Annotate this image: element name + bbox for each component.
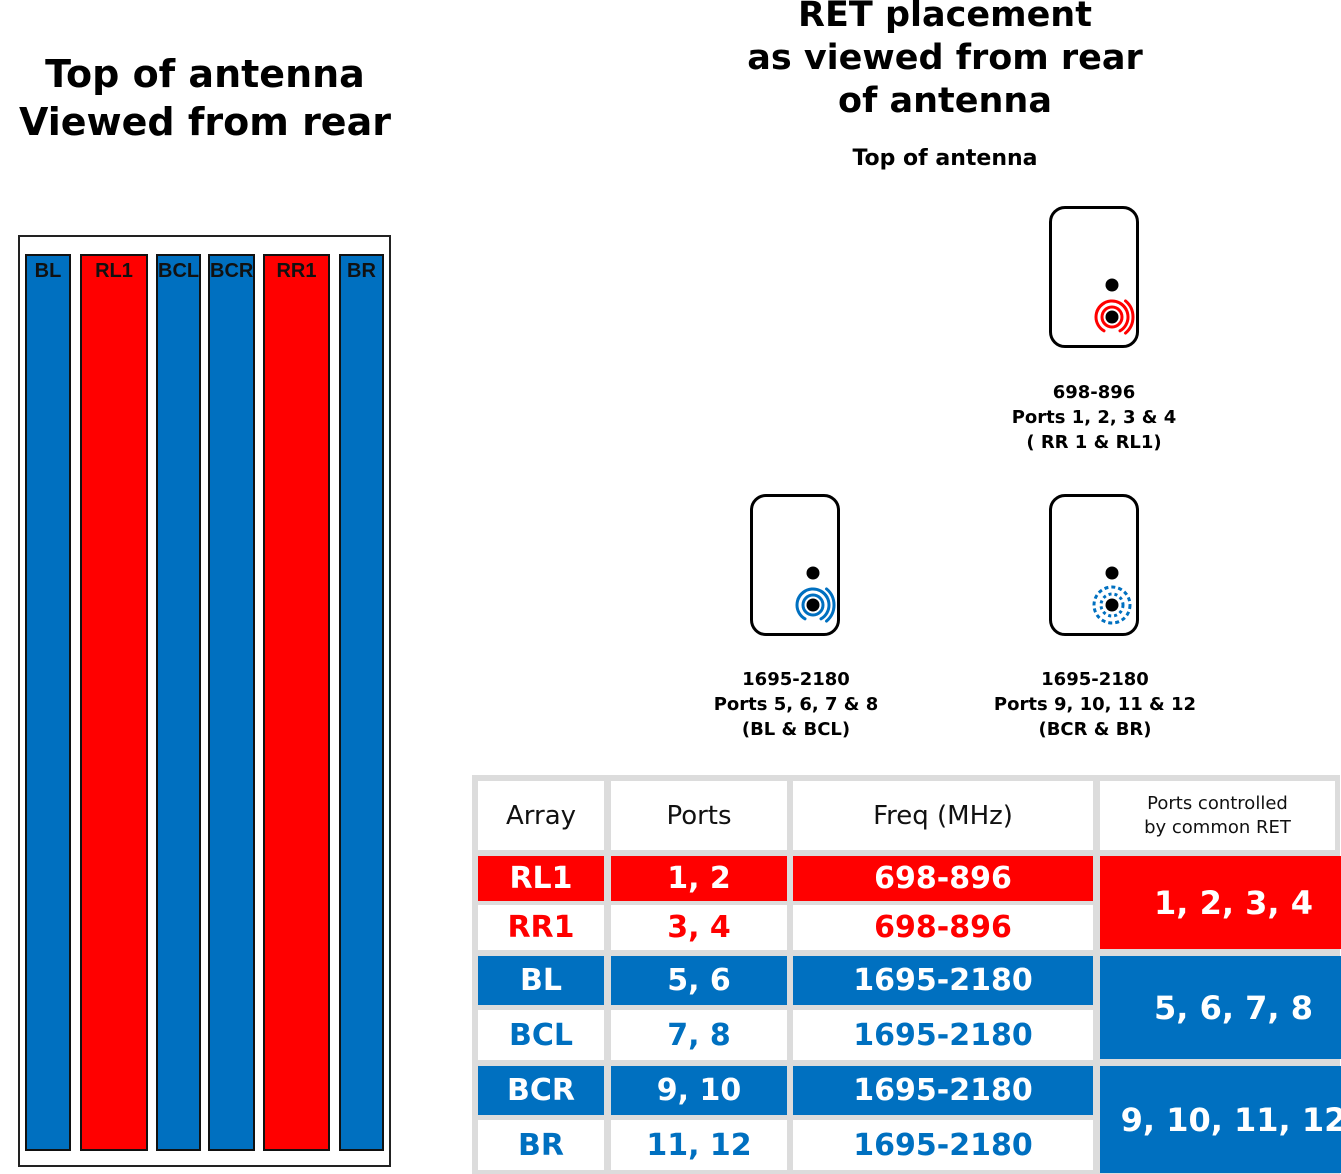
- array-column-label: BCR: [210, 260, 254, 282]
- right-title-line-2: as viewed from rear: [747, 38, 1143, 78]
- array-column-bcr: BCR: [208, 254, 255, 1151]
- array-column-label: BR: [347, 260, 376, 282]
- table-cell-freq: 698-896: [793, 905, 1093, 950]
- table-header-3: Ports controlled by common RET: [1100, 781, 1335, 850]
- array-column-br: BR: [339, 254, 384, 1151]
- right-title: RET placement as viewed from rear of ant…: [700, 0, 1190, 123]
- array-column-label: RR1: [276, 260, 317, 282]
- table-cell-freq: 1695-2180: [793, 1066, 1093, 1115]
- table-cell-array: BR: [478, 1120, 604, 1170]
- left-title-line-2: Viewed from rear: [19, 100, 391, 144]
- ret-caption-line: (BCR & BR): [1038, 719, 1152, 740]
- ret-connector-icon: [795, 566, 836, 623]
- ret-caption-line: 698-896: [1052, 382, 1136, 403]
- table-cell-freq: 698-896: [793, 856, 1093, 901]
- left-title-line-1: Top of antenna: [45, 52, 365, 96]
- ret-unit-1: [1049, 206, 1139, 348]
- table-cell-ports: 3, 4: [611, 905, 787, 950]
- table-cell-common-ret-2: 5, 6, 7, 8: [1100, 956, 1341, 1059]
- ret-upper-dot: [1105, 566, 1119, 580]
- ret-unit-2: [750, 494, 840, 636]
- ret-connector-icon: [1094, 278, 1135, 335]
- ret-outer-dashed-ring: [1092, 585, 1132, 625]
- ret-inner-ring: [801, 593, 825, 617]
- array-column-label: BL: [34, 260, 62, 282]
- ret-caption-line: (BL & BCL): [741, 719, 851, 740]
- ret-caption-line: ( RR 1 & RL1): [1026, 432, 1162, 453]
- table-cell-common-ret-3: 9, 10, 11, 12: [1100, 1066, 1341, 1173]
- left-title: Top of antenna Viewed from rear: [0, 50, 410, 146]
- table-cell-ports: 7, 8: [611, 1010, 787, 1060]
- ret-caption-line: Ports 9, 10, 11 & 12: [993, 694, 1197, 715]
- ret-caption-line: Ports 5, 6, 7 & 8: [713, 694, 879, 715]
- ret-inner-ring: [1100, 305, 1124, 329]
- ret-center-dot: [1105, 310, 1119, 324]
- table-cell-ports: 1, 2: [611, 856, 787, 901]
- table-header-0: Array: [478, 781, 604, 850]
- antenna-rear-view: [18, 235, 391, 1167]
- array-column-label: BCL: [158, 260, 200, 282]
- table-cell-ports: 11, 12: [611, 1120, 787, 1170]
- ret-connector-icon: [1092, 566, 1132, 625]
- table-cell-array: RR1: [478, 905, 604, 950]
- table-cell-freq: 1695-2180: [793, 1010, 1093, 1060]
- table-cell-array: BCR: [478, 1066, 604, 1115]
- ret-center-dot: [806, 598, 820, 612]
- table-cell-ports: 9, 10: [611, 1066, 787, 1115]
- table-cell-freq: 1695-2180: [793, 956, 1093, 1005]
- array-column-label: RL1: [95, 260, 133, 282]
- array-column-bcl: BCL: [156, 254, 201, 1151]
- ret-upper-dot: [806, 566, 820, 580]
- table-cell-array: BCL: [478, 1010, 604, 1060]
- ret-arc-3: [1095, 299, 1128, 314]
- array-column-bl: BL: [25, 254, 71, 1151]
- ret-outer-arc: [1124, 299, 1135, 335]
- ret-inner-dashed-ring: [1099, 592, 1125, 618]
- table-cell-common-ret-1: 1, 2, 3, 4: [1100, 856, 1341, 949]
- table-cell-array: BL: [478, 956, 604, 1005]
- table-header-2: Freq (MHz): [793, 781, 1093, 850]
- ret-caption-line: Ports 1, 2, 3 & 4: [1011, 407, 1177, 428]
- ret-caption-line: 1695-2180: [742, 669, 850, 690]
- table-header-1: Ports: [611, 781, 787, 850]
- ret-arc-3: [796, 587, 829, 602]
- array-column-rl1: RL1: [80, 254, 148, 1151]
- ret-caption-line: 1695-2180: [1041, 669, 1149, 690]
- table-cell-array: RL1: [478, 856, 604, 901]
- right-title-line-1: RET placement: [798, 0, 1092, 35]
- ret-upper-dot: [1105, 278, 1119, 292]
- table-cell-ports: 5, 6: [611, 956, 787, 1005]
- ret-center-dot: [1105, 598, 1119, 612]
- array-column-rr1: RR1: [263, 254, 330, 1151]
- top-of-antenna-label: Top of antenna: [852, 146, 1038, 171]
- ret-unit-3: [1049, 494, 1139, 636]
- ret-outer-arc: [825, 587, 836, 623]
- right-title-line-3: of antenna: [838, 81, 1052, 121]
- table-cell-freq: 1695-2180: [793, 1120, 1093, 1170]
